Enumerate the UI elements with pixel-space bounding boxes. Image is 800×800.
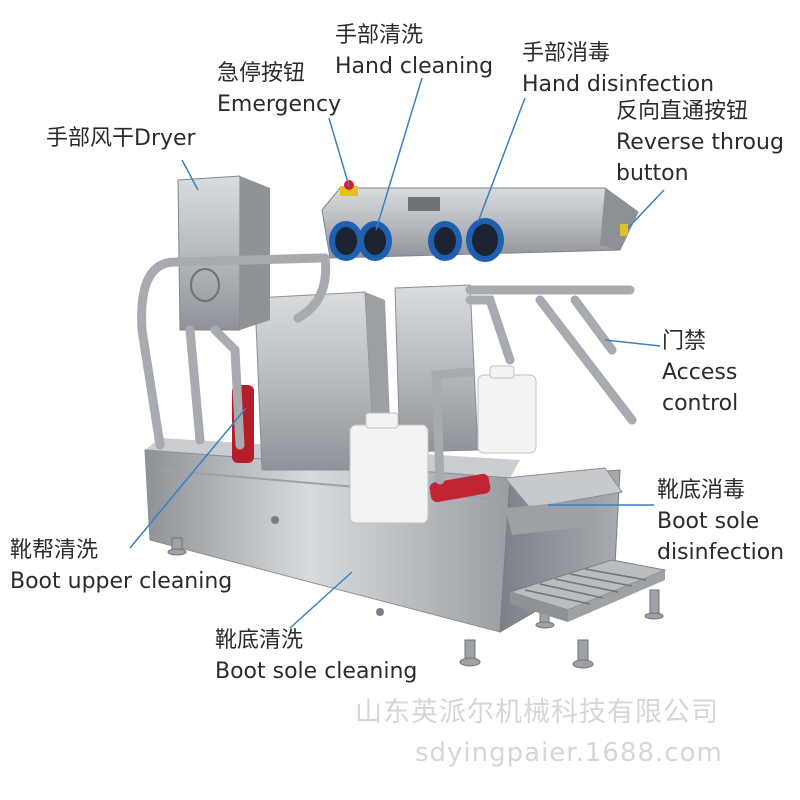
watermark-company: 山东英派尔机械科技有限公司 [355,697,719,728]
emergency-button [340,180,358,196]
label-boot-upper-cleaning: 靴帮清洗 Boot upper cleaning [10,535,232,597]
label-zh: 靴底清洗 [215,628,304,653]
label-zh: 靴底消毒 [657,478,746,503]
canisters [349,365,537,524]
label-en: Access [662,360,738,385]
label-en: disinfection [657,540,785,565]
label-zh: 反向直通按钮 [616,99,749,124]
label-en: control [662,391,739,416]
label-en: button [616,161,689,186]
label-en: Boot sole [657,509,760,534]
handrails [137,253,637,485]
label-en: Reverse throug [616,130,784,155]
dryer-box [177,175,270,331]
label-access-control: 门禁 Access control [662,326,738,419]
label-zh: 门禁 [662,329,707,354]
watermark-site: sdyingpaier.1688.com [415,738,723,768]
label-zh: 手部清洗 [335,23,424,48]
label-emergency: 急停按钮 Emergency [217,58,341,120]
label-dryer: 手部风干Dryer [46,123,196,154]
label-hand-disinfection: 手部消毒 Hand disinfection [522,38,714,100]
label-boot-sole-cleaning: 靴底清洗 Boot sole cleaning [215,625,417,687]
label-hand-cleaning: 手部清洗 Hand cleaning [335,20,493,82]
label-boot-sole-disinfection: 靴底消毒 Boot sole disinfection [657,475,784,568]
disinfection-basin [504,467,623,535]
label-en: Hand cleaning [335,54,494,79]
hand-ports [329,218,504,262]
label-en: Boot upper cleaning [10,569,233,594]
label-zh: 手部消毒 [522,41,611,66]
label-en: Emergency [217,92,342,117]
label-zh: 急停按钮 [217,61,306,86]
label-text: 手部风干Dryer [46,126,196,151]
center-panel [254,284,479,471]
label-reverse-button: 反向直通按钮 Reverse throug button [616,96,784,189]
leader-lines [129,77,665,629]
label-en: Hand disinfection [522,72,715,97]
label-zh: 靴帮清洗 [10,538,99,563]
label-en: Boot sole cleaning [215,659,418,684]
step-grate [508,559,667,622]
